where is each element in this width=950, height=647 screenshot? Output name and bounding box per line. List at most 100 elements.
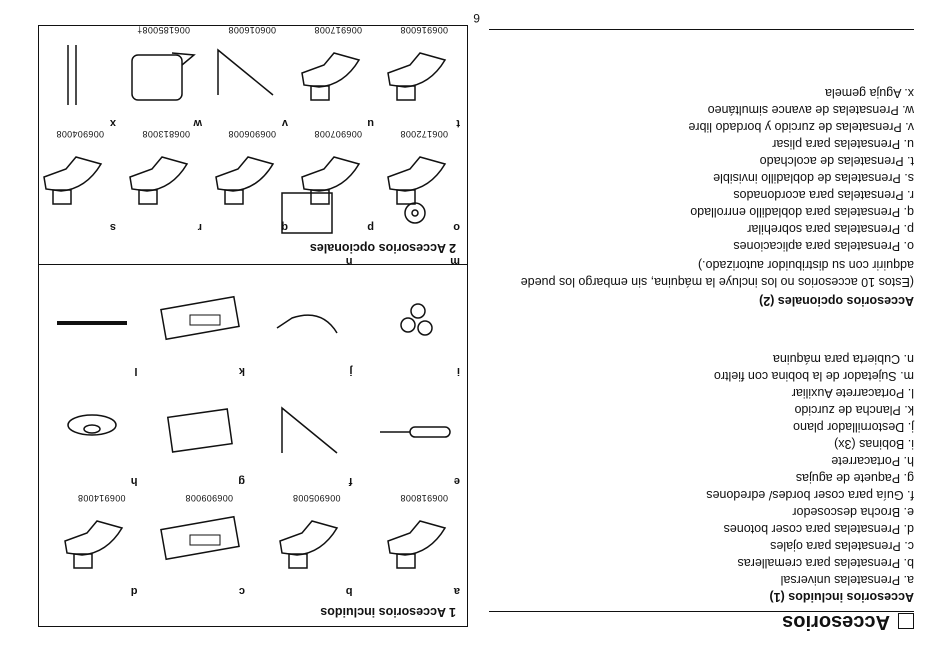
accessory-figure-c (155, 503, 245, 583)
figure-letter: d (130, 585, 138, 597)
accessory-figure-w (112, 35, 202, 115)
figure-letter: b (345, 585, 353, 597)
figure-letter: h (130, 475, 138, 487)
part-code: 006917008 (314, 25, 362, 35)
accessory-drawing (64, 520, 124, 569)
list-item: i. Bobinas (3x) (834, 437, 914, 451)
figure-letter: l (134, 365, 138, 377)
list-item: q. Prensatelas para dobladillo enrrollad… (690, 205, 914, 219)
accessory-figure-b (263, 503, 353, 583)
list-item: n. Cubierta para máquina (772, 352, 914, 366)
figure-letter: m (450, 255, 460, 267)
accessory-figure-t (370, 35, 460, 115)
accessory-drawing (160, 295, 240, 341)
accessory-drawing (281, 406, 338, 454)
figure-letter: j (349, 365, 353, 377)
figure-letter: v (281, 117, 288, 129)
part-code: 006909008 (185, 493, 233, 503)
accessory-drawing (129, 156, 189, 205)
accessory-figure-s (26, 139, 116, 219)
figure-letter: w (193, 117, 202, 129)
accessory-figure-u (284, 35, 374, 115)
part-code: 006914008 (77, 493, 126, 503)
page-number: 6 (473, 11, 480, 25)
list-item: k. Plancha de zurcido (794, 403, 914, 417)
accessory-figure-d (48, 503, 138, 583)
figure-letter: c (238, 585, 245, 597)
accessory-drawing (277, 314, 339, 334)
bottom-rule (489, 29, 914, 30)
accessory-figure-n (263, 173, 353, 253)
part-code: 006916008 (400, 25, 448, 35)
list-item: l. Portacarrete Auxiliar (791, 386, 914, 400)
figure-letter: g (238, 475, 245, 487)
list-item: p. Prensatelas para sobrehilar (747, 222, 914, 236)
figure-letter: x (109, 117, 116, 129)
part-code: 006172008 (400, 129, 448, 139)
figure-letter: s (109, 221, 116, 233)
part-code: 006905008 (292, 493, 341, 503)
accessory-drawing (57, 321, 128, 325)
accessory-drawing (301, 156, 361, 205)
list-item: j. Destornillador plano (793, 420, 914, 434)
accessory-figure-g (155, 393, 245, 473)
figure-letter: t (456, 117, 460, 129)
list-item: c. Prensatelas para ojales (770, 539, 914, 553)
accessory-figure-x (26, 35, 116, 115)
list-item: d. Prensatelas para coser botones (723, 522, 914, 536)
part-code: 006185008† (136, 25, 190, 35)
list-item: u. Prensatelas para plisar (772, 137, 914, 151)
accessory-drawing (67, 414, 118, 436)
list-item: w. Prensatelas de avance simultáneo (707, 103, 914, 117)
list-item: b. Prensatelas para cremalleras (737, 556, 914, 570)
accessory-figure-e (370, 393, 460, 473)
figure-letter: i (456, 365, 460, 377)
part-code: 006918008 (400, 493, 448, 503)
accessory-drawing (67, 45, 77, 105)
list-item: e. Brocha descosedor (792, 505, 914, 519)
accessory-figure-i (370, 283, 460, 363)
list-item: g. Paquete de agujas (795, 471, 914, 485)
included-panel-title: 1 Accesorios incluidos (320, 605, 456, 619)
figure-letter: u (367, 117, 374, 129)
part-code: 006904008 (56, 129, 104, 139)
accessory-drawing (43, 156, 103, 205)
part-code: 006906008 (228, 129, 276, 139)
accessory-figure-j (263, 283, 353, 363)
accessory-figure-o (370, 139, 460, 219)
accessory-drawing (387, 520, 447, 569)
list-item: x. Aguja gemela (825, 86, 914, 100)
checkbox-square-icon (898, 613, 914, 630)
list-item: a. Prensatelas universal (780, 573, 914, 587)
accessory-drawing (217, 48, 274, 96)
list-item: v. Prensatelas de zurcido y bordado libr… (688, 120, 914, 134)
accessory-drawing (380, 426, 451, 438)
accessory-drawing (279, 520, 339, 569)
list-item: s. Prensatelas de dobladillo invisible (713, 171, 914, 185)
included-figure-grid: a 006918008 b 006905008 c 006909008 d 006914008… (38, 192, 468, 601)
accessory-figure-l (48, 283, 138, 363)
list-item: h. Portacarrete (831, 454, 914, 468)
accessory-figure-f (263, 393, 353, 473)
panel-divider (38, 264, 468, 265)
figure-letter: f (348, 475, 353, 487)
optional-note: (Estos 10 accesorios no los incluye la m… (520, 258, 914, 289)
figure-letter: a (453, 585, 460, 597)
accessory-figure-r (112, 139, 202, 219)
list-item: t. Prensatelas de acolchado (759, 154, 914, 168)
figure-letter: n (345, 255, 353, 267)
part-code: 006907008 (314, 129, 362, 139)
accessory-figure-k (155, 283, 245, 363)
optional-list-section: Accesorios opcionales (2) (Estos 10 acce… (489, 84, 914, 309)
accessory-figure-p (284, 139, 374, 219)
figure-letter: p (367, 221, 374, 233)
part-code: 006813008 (142, 129, 190, 139)
optional-heading: Accesorios opcionales (2) (759, 294, 914, 308)
accessory-drawing (166, 408, 233, 453)
list-item: r. Prensatelas para acordonados (733, 188, 914, 202)
list-item: m. Sujetador de la bobina con fieltro (713, 369, 914, 383)
accessory-figure-q (198, 139, 288, 219)
top-rule (489, 611, 914, 612)
